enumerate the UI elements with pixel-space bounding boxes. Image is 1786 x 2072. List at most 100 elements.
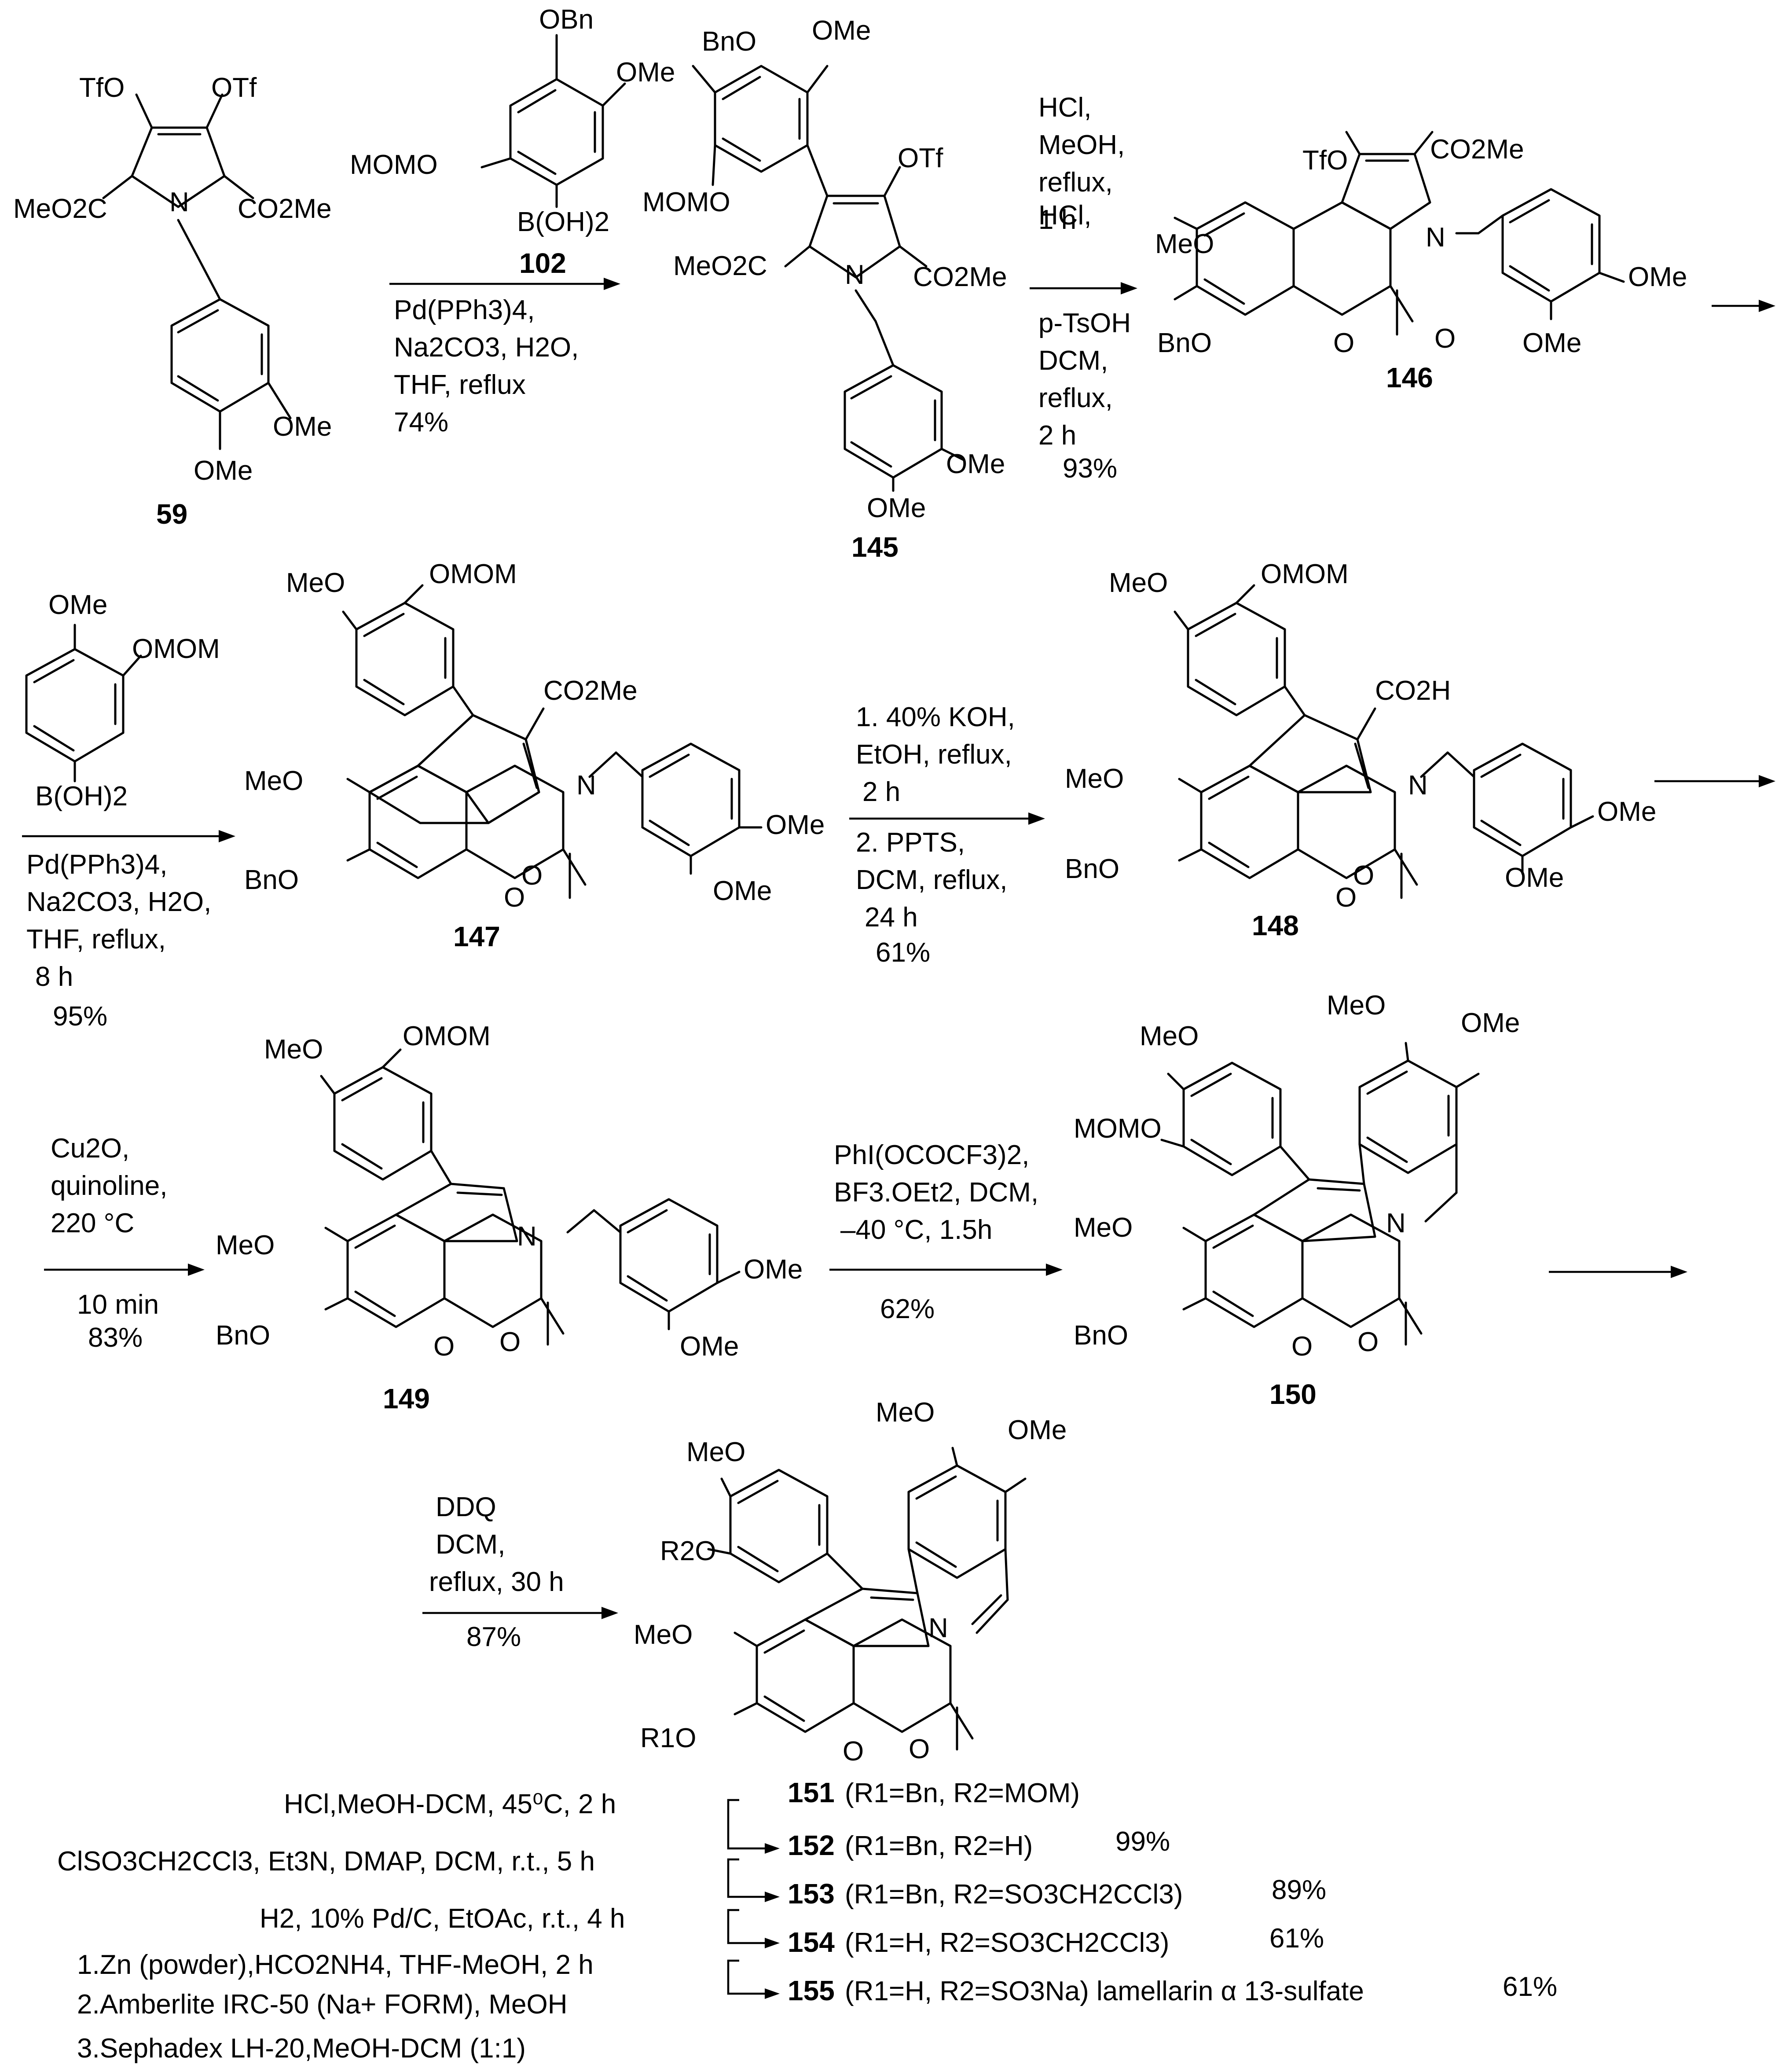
ome-label: OMe [946, 449, 1005, 479]
svg-text:Pd(PPh3)4,: Pd(PPh3)4, [394, 295, 535, 325]
svg-text:HCl,MeOH-DCM, 45⁰C, 2 h: HCl,MeOH-DCM, 45⁰C, 2 h [284, 1789, 616, 1819]
n-atom: N [169, 187, 189, 217]
svg-text:1 h: 1 h [1038, 205, 1076, 235]
svg-text:PhI(OCOCF3)2,: PhI(OCOCF3)2, [834, 1140, 1029, 1170]
n-atom: N [517, 1221, 537, 1252]
n-atom: N [1408, 770, 1428, 801]
r2o-label: R2O [660, 1536, 716, 1566]
meo-label: MeO [264, 1034, 323, 1065]
o-atom: O [1335, 882, 1357, 913]
o-atom: O [433, 1331, 455, 1362]
momo-label: MOMO [1074, 1113, 1162, 1144]
n-atom: N [845, 260, 865, 290]
boh2-label: B(OH)2 [35, 781, 128, 812]
ome-label: OMe [1597, 797, 1656, 827]
svg-text:61%: 61% [1269, 1923, 1324, 1954]
compound-102: OBn OMe MOMO B(OH)2 102 [350, 4, 675, 279]
reaction-arrow-7: DDQ DCM, reflux, 30 h 87% [422, 1492, 618, 1652]
product-153: 153 (R1=Bn, R2=SO3CH2CCl3) 89% [788, 1875, 1326, 1910]
meo-label: MeO [1155, 229, 1214, 259]
compound-number: 59 [156, 498, 187, 530]
svg-text:2 h: 2 h [862, 777, 900, 807]
svg-text:HCl,: HCl, [1038, 92, 1092, 123]
product-list: 151 (R1=Bn, R2=MOM) 152 (R1=Bn, R2=H) 99… [788, 1777, 1557, 2006]
svg-text:DCM,: DCM, [436, 1529, 505, 1560]
bno-label: BnO [1074, 1320, 1128, 1351]
svg-text:Pd(PPh3)4,: Pd(PPh3)4, [26, 849, 168, 880]
product-155: 155 (R1=H, R2=SO3Na) lamellarin α 13-sul… [788, 1972, 1557, 2006]
meo-label: MeO [1327, 990, 1386, 1021]
svg-text:2 h: 2 h [1038, 420, 1076, 451]
momo-label: MOMO [642, 187, 730, 217]
compound-final-scaffold: MeO R2O MeO OMe N O O MeO R1O [634, 1397, 1067, 1767]
reaction-arrow-2: HCl, HCl, p-TsOH DCM, reflux, 2 h 93% [1030, 200, 1137, 484]
reagent-boronic-acid: OMe OMOM B(OH)2 [25, 590, 220, 812]
o-atom: O [843, 1736, 864, 1767]
svg-text:74%: 74% [394, 407, 448, 437]
continuation-arrow-3 [1549, 1266, 1687, 1278]
product-152: 152 (R1=Bn, R2=H) 99% [788, 1826, 1170, 1861]
omom-label: OMOM [132, 634, 220, 664]
svg-text:Cu2O,: Cu2O, [51, 1133, 129, 1164]
compound-149: MeO OMOM N O O MeO BnO OMe OMe 149 [216, 1021, 803, 1414]
compound-number: 148 [1252, 910, 1299, 941]
omom-label: OMOM [403, 1021, 491, 1051]
svg-text:2.Amberlite IRC-50 (Na+ FORM),: 2.Amberlite IRC-50 (Na+ FORM), MeOH [77, 1989, 568, 2020]
o-atom: O [1357, 1327, 1379, 1357]
bno-label: BnO [1065, 854, 1119, 884]
ome-label: OMe [1522, 328, 1581, 358]
ome-label: OMe [1505, 863, 1564, 893]
continuation-arrow-2 [1654, 775, 1775, 787]
bno-label: BnO [244, 865, 299, 895]
boh2-label: B(OH)2 [517, 207, 609, 237]
meo-label: MeO [216, 1230, 275, 1260]
svg-text:EtOH, reflux,: EtOH, reflux, [856, 739, 1012, 770]
meo2c-label: MeO2C [673, 251, 767, 281]
svg-text:3.Sephadex LH-20,MeOH-DCM (1:1: 3.Sephadex LH-20,MeOH-DCM (1:1) [77, 2033, 526, 2064]
meo-label: MeO [1074, 1212, 1133, 1243]
co2me-label: CO2Me [238, 194, 332, 224]
svg-text:DCM,: DCM, [1038, 345, 1108, 376]
o-atom: O [521, 860, 543, 891]
svg-text:83%: 83% [88, 1323, 143, 1353]
ome-label: OMe [273, 411, 332, 442]
tfo-label: TfO [1302, 145, 1348, 176]
ome-label: OMe [48, 590, 107, 620]
svg-text:93%: 93% [1063, 453, 1117, 484]
o-atom: O [499, 1327, 521, 1357]
svg-text:(R1=Bn, R2=H): (R1=Bn, R2=H) [845, 1831, 1033, 1861]
compound-147: MeO OMOM CO2Me N O O MeO BnO OMe OMe 147 [244, 559, 825, 952]
final-conditions: HCl,MeOH-DCM, 45⁰C, 2 h ClSO3CH2CCl3, Et… [57, 1789, 625, 2064]
svg-text:151: 151 [788, 1777, 835, 1808]
o-atom: O [1434, 323, 1456, 354]
ome-label: OMe [713, 876, 772, 906]
compound-59: TfO OTf MeO2C CO2Me N OMe OMe 59 [13, 73, 332, 530]
svg-text:220 °C: 220 °C [51, 1208, 134, 1238]
momo-label: MOMO [350, 150, 438, 180]
svg-text:reflux,: reflux, [1038, 383, 1113, 413]
reaction-arrow-3: Pd(PPh3)4, Na2CO3, H2O, THF, reflux, 8 h… [22, 830, 235, 1032]
tfo-label: TfO [79, 73, 125, 103]
compound-number: 146 [1386, 362, 1433, 393]
compound-number: 149 [383, 1383, 430, 1414]
svg-text:99%: 99% [1115, 1826, 1170, 1857]
ome-label: OMe [1461, 1008, 1520, 1038]
svg-text:1. 40% KOH,: 1. 40% KOH, [856, 702, 1015, 732]
svg-text:155: 155 [788, 1975, 835, 2006]
compound-146: TfO CO2Me N O O MeO BnO OMe OMe 146 [1155, 131, 1687, 393]
final-step-arrows [727, 1799, 780, 1999]
svg-text:61%: 61% [1503, 1972, 1557, 2002]
compound-number: 145 [851, 531, 899, 563]
ome-label: OMe [1008, 1415, 1067, 1445]
svg-text:154: 154 [788, 1926, 835, 1958]
omom-label: OMOM [429, 559, 517, 589]
svg-text:–40 °C, 1.5h: –40 °C, 1.5h [840, 1215, 992, 1245]
svg-text:DCM, reflux,: DCM, reflux, [856, 865, 1007, 895]
svg-text:H2, 10% Pd/C, EtOAc, r.t., 4 h: H2, 10% Pd/C, EtOAc, r.t., 4 h [260, 1903, 625, 1934]
ome-label: OMe [812, 15, 871, 46]
ome-label: OMe [680, 1331, 739, 1362]
reaction-arrow-5: Cu2O, quinoline, 220 °C 10 min 83% [44, 1133, 205, 1353]
svg-text:1.Zn (powder),HCO2NH4, THF-MeO: 1.Zn (powder),HCO2NH4, THF-MeOH, 2 h [77, 1950, 594, 1980]
svg-text:24 h: 24 h [865, 902, 918, 933]
